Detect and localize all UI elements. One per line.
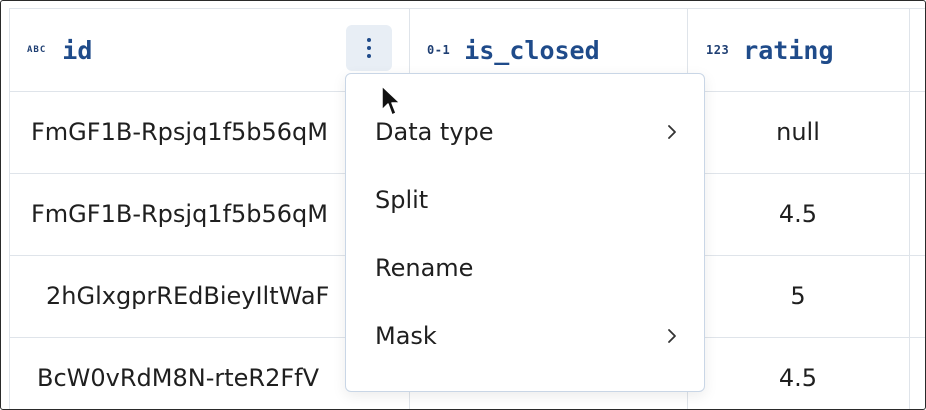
type-number-icon: 123	[706, 43, 730, 57]
chevron-right-icon	[668, 125, 676, 139]
table-cell-rating[interactable]: 4.5	[778, 364, 818, 392]
table-cell-id[interactable]: BcW0vRdM8N-rteR2FfV	[37, 364, 320, 392]
menu-item-label: Rename	[375, 254, 474, 282]
menu-item-label: Data type	[375, 118, 494, 146]
menu-item-data-type[interactable]: Data type	[346, 102, 704, 162]
column-header-is-closed[interactable]: 0-1 is_closed	[427, 9, 677, 91]
table-cell-rating[interactable]: 4.5	[778, 200, 818, 228]
mouse-pointer-icon	[381, 85, 401, 116]
menu-item-rename[interactable]: Rename	[346, 238, 704, 298]
menu-item-mask[interactable]: Mask	[346, 306, 704, 366]
column-header-id[interactable]: ABC id	[27, 9, 327, 91]
type-string-icon: ABC	[27, 45, 47, 55]
menu-item-label: Mask	[375, 322, 437, 350]
column-name: id	[62, 35, 93, 65]
grid-top-border	[9, 8, 925, 9]
menu-item-split[interactable]: Split	[346, 170, 704, 230]
table-cell-id[interactable]: FmGF1B-Rpsjq1f5b56qM	[31, 118, 328, 146]
menu-item-label: Split	[375, 186, 429, 214]
type-boolean-icon: 0-1	[427, 43, 451, 57]
column-context-menu: Data type Split Rename Mask	[345, 73, 705, 392]
column-menu-button[interactable]	[346, 25, 392, 71]
table-cell-id[interactable]: 2hGlxgprREdBieyIltWaF	[46, 282, 330, 310]
table-cell-rating[interactable]: 5	[790, 282, 806, 310]
column-header-rating[interactable]: 123 rating	[706, 9, 906, 91]
column-name: rating	[743, 35, 834, 65]
table-cell-id[interactable]: FmGF1B-Rpsjq1f5b56qM	[31, 200, 328, 228]
column-divider	[909, 9, 910, 409]
grid-left-border	[9, 9, 10, 409]
kebab-menu-icon	[367, 38, 371, 42]
chevron-right-icon	[668, 329, 676, 343]
column-name: is_closed	[464, 35, 600, 65]
table-cell-rating[interactable]: null	[776, 118, 820, 146]
